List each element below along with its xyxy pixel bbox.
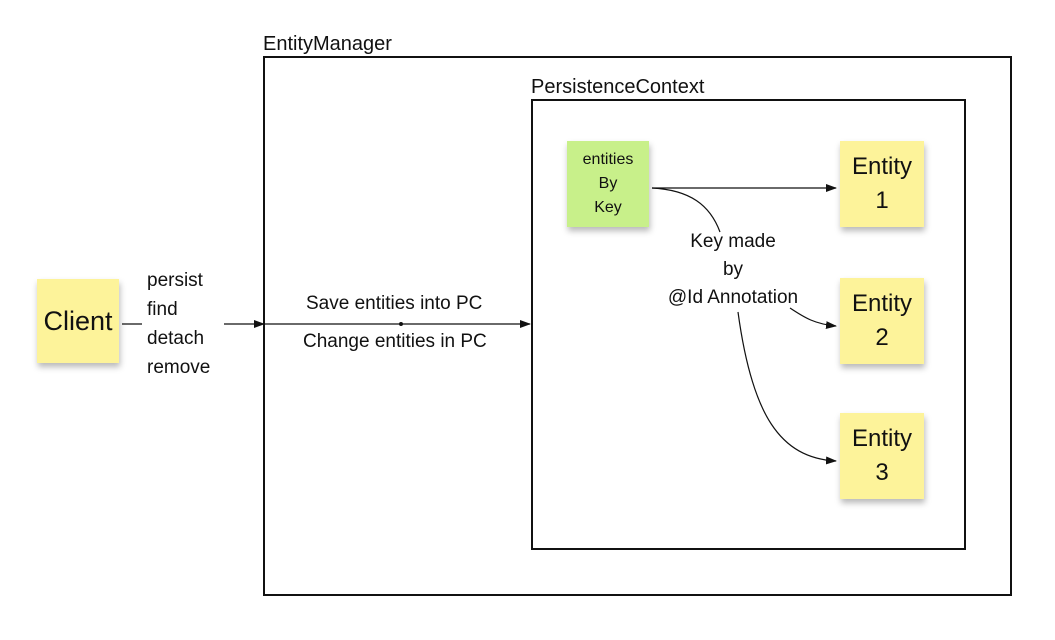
entity-1-note: Entity 1 (840, 141, 924, 227)
key-note-line2: by (722, 259, 744, 280)
entity-manager-label: EntityManager (263, 33, 392, 55)
change-entities-label: Change entities in PC (303, 331, 487, 352)
persistence-context-label: PersistenceContext (531, 76, 705, 98)
entities-by-key-line2: By (598, 175, 618, 192)
entity-3-note: Entity 3 (840, 413, 924, 499)
entities-by-key-line3: Key (594, 199, 622, 216)
entities-by-key-note: entities By Key (567, 141, 649, 227)
op-find: find (147, 299, 178, 320)
entity-3-number: 3 (875, 459, 889, 486)
entity-1-title: Entity (851, 153, 913, 180)
save-entities-label: Save entities into PC (306, 293, 483, 314)
entity-2-note: Entity 2 (840, 278, 924, 364)
client-note: Client (37, 279, 119, 363)
key-note-text: Key made by @Id Annotation (648, 228, 818, 312)
key-note-line3: @Id Annotation (667, 287, 799, 308)
client-label: Client (43, 306, 113, 336)
persistence-context-frame (531, 99, 966, 550)
op-detach: detach (147, 328, 205, 349)
entity-1-number: 1 (875, 187, 889, 214)
op-persist: persist (147, 270, 203, 291)
entity-3-title: Entity (851, 425, 913, 452)
key-note-line1: Key made (690, 231, 776, 252)
entity-2-title: Entity (851, 290, 913, 317)
operations-list: persist find detach remove (147, 266, 210, 382)
entity-2-number: 2 (875, 324, 889, 351)
op-remove: remove (147, 357, 211, 378)
entities-by-key-line1: entities (582, 151, 634, 168)
